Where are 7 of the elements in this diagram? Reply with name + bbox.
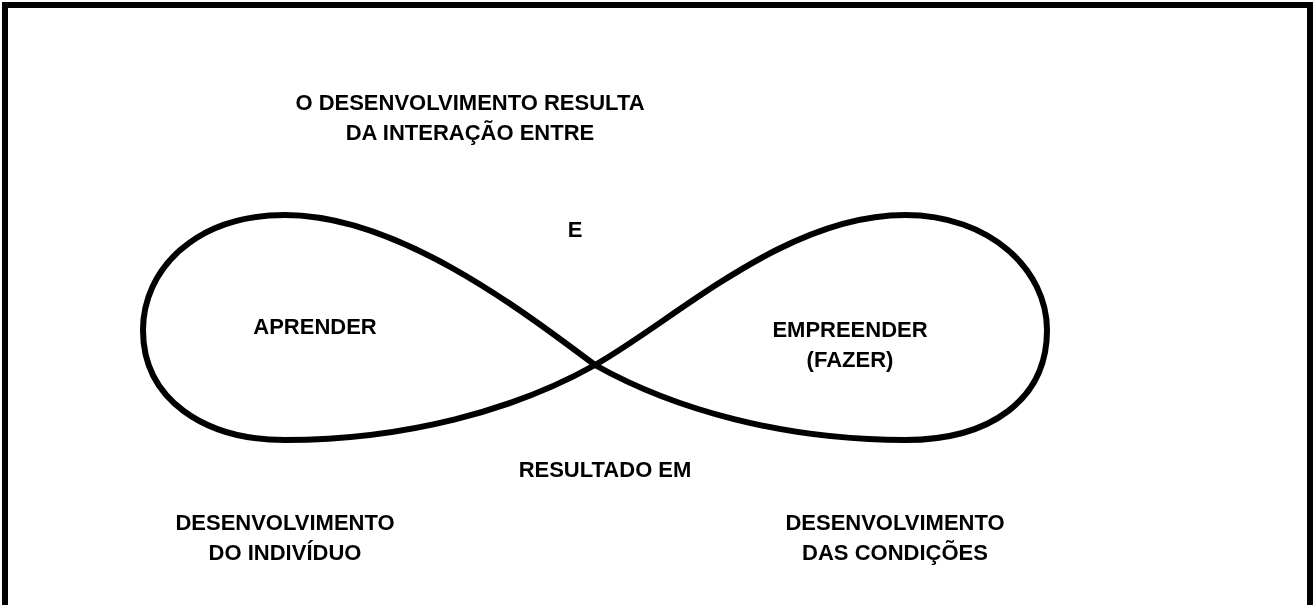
- outcome-text: DESENVOLVIMENTO DAS CONDIÇÕES: [784, 509, 1006, 567]
- outcome-text: DESENVOLVIMENTO DO INDIVÍDUO: [174, 509, 396, 567]
- loop-label: APRENDER: [252, 313, 378, 341]
- result-text: RESULTADO EM: [517, 456, 693, 484]
- diagram-title: O DESENVOLVIMENTO RESULTA DA INTERAÇÃO ENTRE: [294, 89, 646, 147]
- conjunction-text: E: [566, 216, 584, 244]
- loop-label: EMPREENDER (FAZER): [771, 316, 929, 374]
